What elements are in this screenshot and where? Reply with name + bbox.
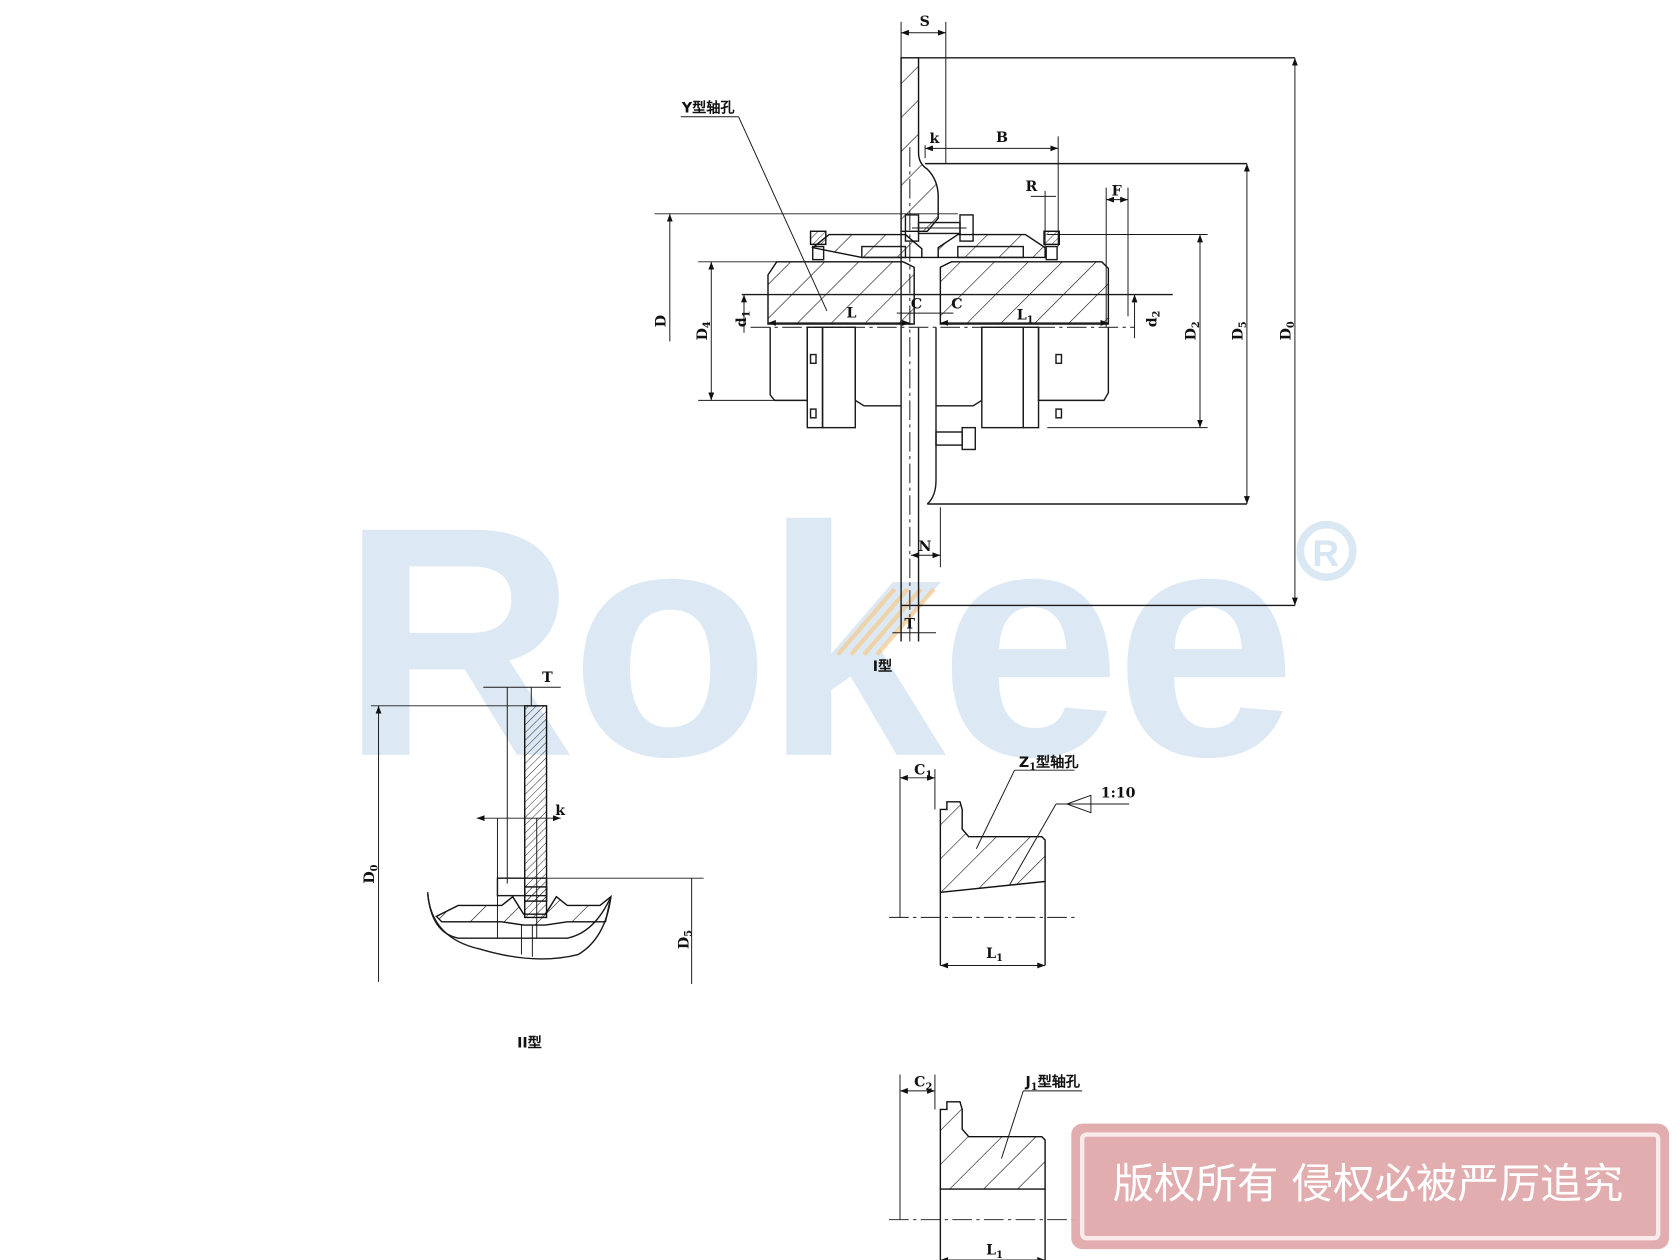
seal-ring-left-icon xyxy=(809,230,827,261)
type-I-caption: I型 xyxy=(873,658,892,675)
y-bore-label: Y型轴孔 xyxy=(681,99,736,116)
z1-bore-label: Z1型轴孔 xyxy=(1019,754,1079,773)
type-II-caption: II型 xyxy=(517,1034,542,1051)
dim-R: R xyxy=(1025,179,1037,195)
bolt-bottom-icon xyxy=(935,426,976,451)
dim-d1: d1 xyxy=(734,311,752,328)
dim-L: L xyxy=(847,305,857,321)
dim-C-left: C xyxy=(911,297,922,313)
copyright-text: 版权所有 侵权必被严厉追究 xyxy=(1113,1160,1623,1208)
sleeve-section xyxy=(811,233,1046,259)
taper-symbol-icon xyxy=(1065,794,1092,814)
dim-F: F xyxy=(1112,183,1122,199)
registered-mark-icon: R xyxy=(1296,520,1357,581)
j1-bore-view: C2 J1型轴孔 L1 xyxy=(889,1074,1083,1260)
type-II-dim-T: T xyxy=(542,670,553,686)
j1-bore-label: J1型轴孔 xyxy=(1024,1074,1080,1093)
z1-dim-L1: L1 xyxy=(986,946,1003,964)
dim-B: B xyxy=(996,130,1008,146)
type-II-dim-k: k xyxy=(555,803,566,819)
dim-D: D xyxy=(653,315,669,327)
dim-C-right: C xyxy=(951,297,962,313)
type-II-dim-D5: D5 xyxy=(676,930,694,949)
j1-dim-C2: C2 xyxy=(914,1075,932,1093)
dim-N: N xyxy=(919,539,932,555)
dim-D4: D4 xyxy=(695,321,713,340)
type-I-view: Y型轴孔 S k B R F D D4 d1 L xyxy=(653,14,1298,675)
type-II-view: T k D0 D5 II型 xyxy=(362,670,704,1051)
dim-k: k xyxy=(929,131,940,147)
rokee-watermark: Rokee R xyxy=(340,460,1357,825)
svg-text:R: R xyxy=(1312,532,1339,574)
dim-d2: d2 xyxy=(1144,311,1162,328)
rokee-logo-accent xyxy=(836,587,936,656)
dim-L1: L1 xyxy=(1017,308,1034,326)
dim-D5: D5 xyxy=(1231,321,1249,340)
z1-dim-C1: C1 xyxy=(914,763,932,781)
dim-D0: D0 xyxy=(1279,321,1297,340)
dim-T: T xyxy=(904,616,915,632)
seal-ring-right-icon xyxy=(1043,230,1060,261)
left-hub-section xyxy=(767,261,915,325)
dim-D2: D2 xyxy=(1184,321,1202,340)
type-II-dim-D0: D0 xyxy=(362,864,380,883)
z1-bore-view: C1 Z1型轴孔 1:10 L1 xyxy=(889,754,1136,969)
j1-dim-L1: L1 xyxy=(986,1243,1003,1260)
rokee-logo-text: Rokee xyxy=(340,460,1290,825)
dim-S: S xyxy=(920,14,930,30)
copyright-stamp: 版权所有 侵权必被严厉追究 xyxy=(1071,1123,1670,1250)
taper-ratio: 1:10 xyxy=(1101,785,1136,801)
